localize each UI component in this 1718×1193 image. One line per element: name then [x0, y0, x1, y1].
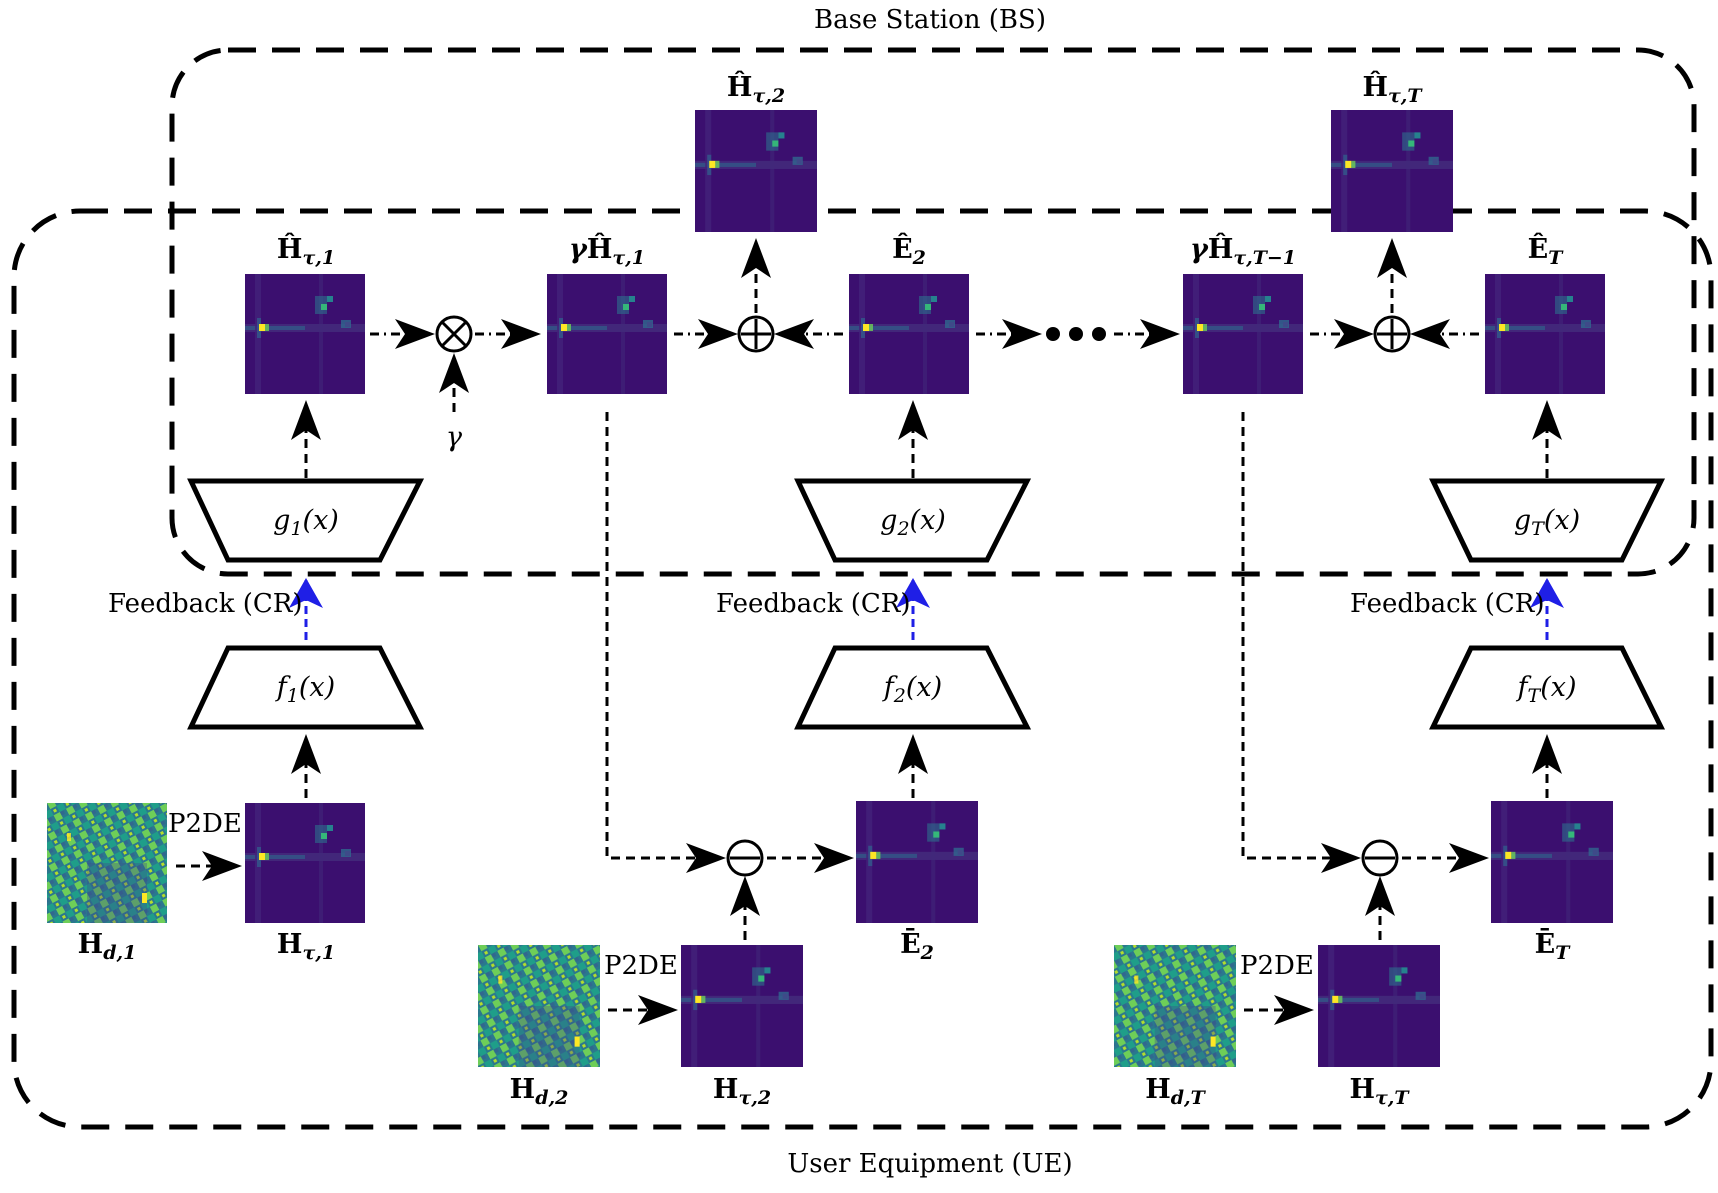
decoder-gT-label: gT(x) [1514, 505, 1580, 540]
p2de-label-T: P2DE [1240, 951, 1314, 981]
encoder-fT [1429, 645, 1666, 730]
label-h-tau-T: Hτ,T [1349, 1074, 1410, 1109]
p2de-label-1: P2DE [168, 809, 242, 839]
encoder-f1-label: f1(x) [275, 672, 335, 707]
encoder-fT-label: fT(x) [1516, 672, 1577, 707]
gamma-label: γ [446, 422, 463, 453]
heatmap-e-hat-2 [849, 274, 969, 394]
add-node-T [1373, 315, 1411, 353]
add-node-2 [737, 315, 775, 353]
decoder-g2-label: g2(x) [880, 505, 946, 540]
heatmap-h-tau-T [1318, 945, 1440, 1067]
heatmap-e-bar-2 [856, 801, 978, 923]
decoder-g1-label: g1(x) [273, 505, 339, 540]
base-station-boundary [169, 47, 1697, 577]
heatmap-e-bar-T [1491, 801, 1613, 923]
label-h-d-T: Hd,T [1145, 1074, 1206, 1109]
heatmap-h-d-1 [47, 803, 167, 923]
label-h-hat-tau-1: Ĥτ,1 [277, 232, 335, 269]
encoder-f2-label: f2(x) [882, 672, 942, 707]
label-h-d-1: Hd,1 [78, 929, 137, 964]
label-e-hat-T: ÊT [1528, 232, 1565, 269]
label-h-hat-tau-2: Ĥτ,2 [727, 70, 785, 107]
bs-label: Base Station (BS) [814, 5, 1046, 35]
multiply-node [435, 315, 473, 353]
encoder-f2 [794, 645, 1032, 730]
decoder-g1 [187, 478, 425, 563]
heatmap-h-d-T [1114, 945, 1236, 1067]
heatmap-e-hat-T [1485, 274, 1605, 394]
encoder-f1 [187, 645, 425, 730]
feedback-label-1: Feedback (CR) [108, 589, 303, 619]
label-gamma-h-hat-tau-1: γĤτ,1 [569, 232, 645, 269]
subtract-node-2 [726, 839, 764, 877]
heatmap-h-hat-tau-T [1331, 110, 1453, 232]
feedback-label-T: Feedback (CR) [1350, 589, 1545, 619]
heatmap-h-hat-tau-1 [245, 274, 365, 394]
heatmap-h-hat-tau-2 [695, 110, 817, 232]
label-h-tau-1: Hτ,1 [277, 929, 335, 964]
label-h-d-2: Hd,2 [510, 1074, 569, 1109]
ue-label: User Equipment (UE) [787, 1149, 1072, 1179]
heatmap-h-tau-2 [681, 945, 803, 1067]
label-h-tau-2: Hτ,2 [713, 1074, 771, 1109]
feedback-label-2: Feedback (CR) [716, 589, 911, 619]
subtract-node-T [1361, 839, 1399, 877]
label-e-hat-2: Ê2 [892, 232, 926, 269]
decoder-gT [1429, 478, 1666, 563]
label-e-bar-T: ĒT [1535, 927, 1572, 964]
label-e-bar-2: Ē2 [900, 927, 934, 964]
heatmap-gamma-h-hat-tau-1 [547, 274, 667, 394]
path-ghT-to-subT [1241, 412, 1361, 873]
decoder-g2 [794, 478, 1032, 563]
heatmap-gamma-h-hat-tau-T-1 [1183, 274, 1303, 394]
p2de-label-2: P2DE [604, 951, 678, 981]
label-gamma-h-hat-tau-T-1: γĤτ,T−1 [1190, 232, 1296, 269]
heatmap-h-d-2 [478, 945, 600, 1067]
ellipsis-dots [1046, 327, 1106, 341]
heatmap-h-tau-1 [245, 803, 365, 923]
path-gh1-to-sub2 [605, 412, 726, 873]
label-h-hat-tau-T: Ĥτ,T [1362, 70, 1423, 107]
